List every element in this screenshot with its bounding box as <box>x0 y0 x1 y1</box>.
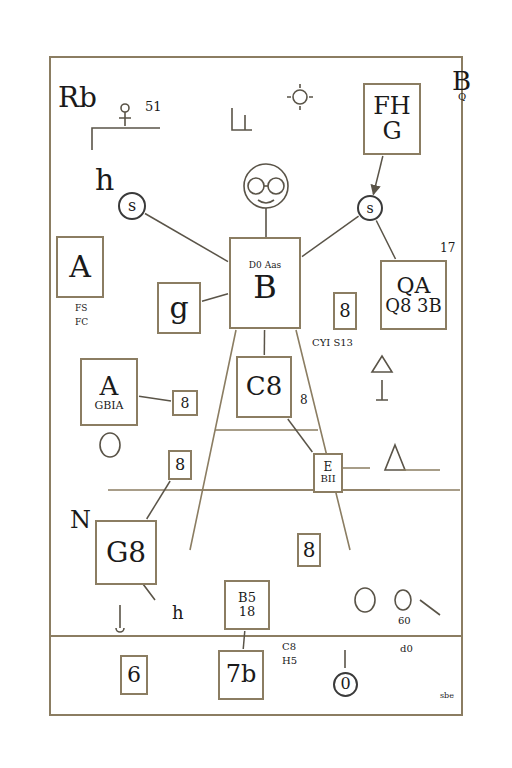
connector-line <box>288 419 313 452</box>
node-text: B5 <box>238 591 256 605</box>
node-text: s <box>366 201 373 216</box>
node-circle: 0 <box>333 672 358 697</box>
glyph-box: B518 <box>224 580 270 630</box>
flask-symbol <box>385 445 405 470</box>
glyph-box: G8 <box>95 520 157 585</box>
glyph-label: FS <box>75 304 87 313</box>
node-circle: s <box>118 192 146 220</box>
glyph-label: sbe <box>440 692 454 700</box>
figure-symbol <box>119 112 131 126</box>
bracket-symbol <box>232 108 252 130</box>
pin-symbol <box>116 605 124 632</box>
node-text: GBIA <box>94 400 123 412</box>
connector-line <box>147 481 170 519</box>
node-circle: s <box>357 195 383 221</box>
glyph-box: 8 <box>333 292 357 330</box>
glyph-box: QAQ8 3B <box>380 260 447 330</box>
glyph-label: 8 <box>300 394 308 406</box>
connector-line <box>139 396 171 401</box>
glyph-label: 60 <box>398 616 411 626</box>
node-text: s <box>128 198 136 215</box>
connector-line <box>243 631 245 649</box>
node-text: QA <box>397 274 431 297</box>
connector-line <box>202 294 228 302</box>
node-text: 18 <box>239 605 256 619</box>
glyph-box: FHG <box>363 83 421 155</box>
glasses <box>268 178 284 194</box>
node-text: G8 <box>106 538 146 567</box>
connector-line <box>264 330 266 355</box>
flask-symbol <box>100 433 120 457</box>
glyph-label: Q <box>458 92 466 102</box>
connector-line <box>302 216 359 256</box>
glyph-label: B <box>452 68 471 94</box>
node-text: 0 <box>340 676 350 693</box>
glyph-box: 6 <box>120 655 148 695</box>
glyph-box: EBII <box>313 453 343 493</box>
glyph-label: FC <box>75 318 88 327</box>
head <box>244 164 288 208</box>
node-text: 7b <box>226 662 257 687</box>
connector-line <box>145 214 228 262</box>
glyph-label: CYI S13 <box>312 338 353 348</box>
figure <box>92 84 460 668</box>
glyph-label: 51 <box>145 100 162 113</box>
bottom-band-line <box>50 635 462 637</box>
node-text: A <box>69 251 91 283</box>
glyph-box: A <box>56 236 104 298</box>
glyph-label: C8 <box>282 642 296 652</box>
node-text: BII <box>320 474 335 485</box>
glyph-box: g <box>157 282 201 334</box>
connector-line <box>373 156 382 194</box>
node-text: 8 <box>303 540 316 561</box>
stand-symbol <box>372 356 392 400</box>
outer-frame <box>50 57 462 715</box>
sun-symbol <box>293 90 307 104</box>
node-text: C8 <box>246 373 282 400</box>
node-text: 8 <box>339 302 350 321</box>
node-text: A <box>100 373 119 400</box>
glyph-label: h <box>95 165 114 195</box>
node-text: D0 Aas <box>249 261 281 270</box>
node-text: 6 <box>127 663 141 686</box>
node-text: g <box>169 292 188 324</box>
glyph-label: h <box>172 604 184 622</box>
glyph-label: d0 <box>400 644 413 654</box>
glyph-box: 8 <box>297 533 321 567</box>
glyph-box: 8 <box>168 450 192 480</box>
node-text: B <box>253 271 277 305</box>
node-text: 8 <box>175 457 185 474</box>
glyph-label: Rb <box>58 84 97 112</box>
glasses <box>248 178 264 194</box>
node-text: 8 <box>181 396 190 411</box>
glyph-box: 8 <box>172 390 198 416</box>
glyph-label: H5 <box>282 656 297 666</box>
glyph-box: C8 <box>236 356 292 418</box>
node-text: Q8 3B <box>385 297 442 316</box>
glyph-box: AGBIA <box>80 358 138 426</box>
glyph-label: N <box>70 508 91 532</box>
glyph-label: 17 <box>440 242 455 254</box>
glyph-box: D0 AasB <box>229 237 301 329</box>
node-text: E <box>324 461 333 474</box>
node-text: G <box>382 119 401 144</box>
bulb-symbol <box>355 588 411 612</box>
node-text: FH <box>373 94 411 119</box>
connector-line <box>376 221 395 259</box>
glyph-box: 7b <box>218 650 264 700</box>
